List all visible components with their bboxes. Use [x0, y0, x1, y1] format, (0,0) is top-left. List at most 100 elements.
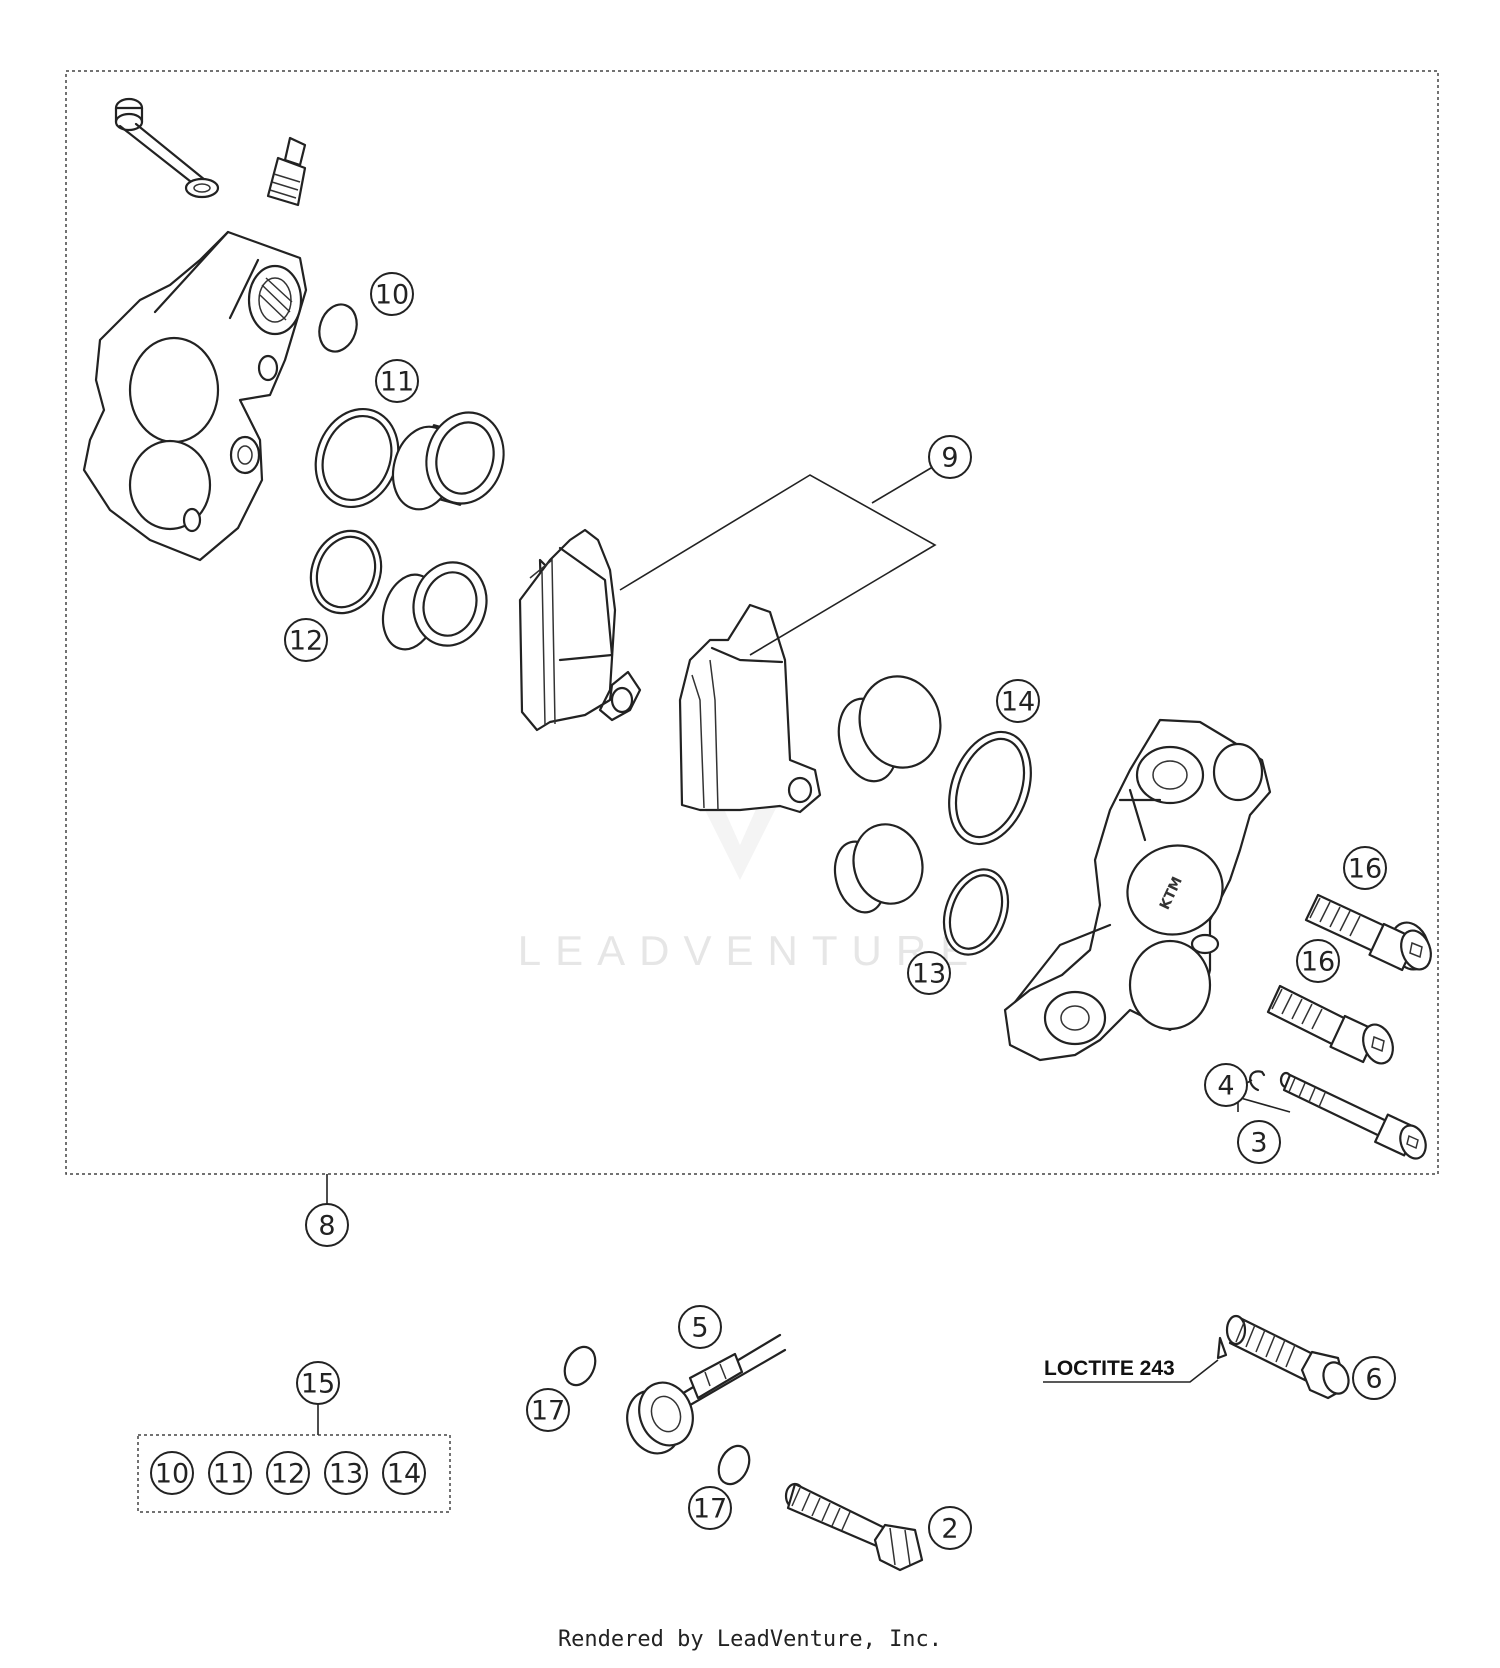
- kit-item-callout: 13: [324, 1451, 368, 1495]
- callout-circle: [266, 1451, 310, 1495]
- callout-number: 12: [289, 626, 323, 657]
- callout-17a: 17: [526, 1388, 570, 1432]
- piston-small-icon: [833, 823, 924, 914]
- callout-circle: [1343, 846, 1387, 890]
- callout-16a: 16: [1343, 846, 1387, 890]
- leader-line: [1043, 1359, 1219, 1383]
- callout-number: 8: [318, 1211, 335, 1242]
- callout-number: 11: [380, 367, 414, 398]
- callout-circle: [1237, 1120, 1281, 1164]
- mounting-bolt-icon: [1225, 1314, 1350, 1400]
- callout-circle: [296, 1361, 340, 1405]
- callout-number: 11: [213, 1459, 247, 1490]
- callout-number: 2: [941, 1514, 958, 1545]
- callout-circle: [382, 1451, 426, 1495]
- watermark-text: LEADVENTURE: [518, 927, 982, 974]
- footer-credit: Rendered by LeadVenture, Inc.: [558, 1627, 942, 1652]
- callout-number: 4: [1217, 1071, 1234, 1102]
- callout-number: 6: [1365, 1364, 1382, 1395]
- callout-6: 6: [1352, 1356, 1396, 1400]
- caliper-right-half: KTM: [1003, 718, 1272, 1062]
- leader-line: [871, 464, 937, 504]
- threadlocker-drop-icon: [1216, 1336, 1228, 1360]
- callout-5: 5: [678, 1305, 722, 1349]
- callout-circle: [996, 679, 1040, 723]
- caliper-bolt-icon: [1266, 984, 1394, 1065]
- kit-item-callout: 10: [150, 1451, 194, 1495]
- callout-8: 8: [305, 1203, 349, 1247]
- medium-seal-ring-icon: [309, 529, 383, 615]
- callout-number: 13: [912, 959, 946, 990]
- callout-circle: [526, 1388, 570, 1432]
- crush-washer-icon: [563, 1345, 597, 1387]
- large-seal-ring-icon: [948, 730, 1032, 846]
- kit-item-callout: 11: [208, 1451, 252, 1495]
- leader-line: [1236, 1096, 1291, 1113]
- bleeder-cap-icon: [114, 97, 220, 199]
- callout-circle: [1352, 1356, 1396, 1400]
- callout-4: 4: [1204, 1063, 1248, 1107]
- callout-number: 16: [1348, 854, 1382, 885]
- crush-washer-icon: [717, 1444, 751, 1486]
- callout-circle: [678, 1305, 722, 1349]
- callout-number: 9: [941, 443, 958, 474]
- callout-number: 10: [155, 1459, 189, 1490]
- callout-number: 14: [1001, 687, 1035, 718]
- callout-circle: [284, 618, 328, 662]
- callout-number: 10: [375, 280, 409, 311]
- brake-pad-icon: [678, 603, 822, 814]
- seal-kit-box: [137, 1434, 451, 1513]
- callout-15: 15: [296, 1361, 340, 1405]
- caliper-assembly-frame: [65, 70, 1439, 1175]
- callout-number: 16: [1301, 947, 1335, 978]
- callout-circle: [928, 435, 972, 479]
- callout-circle: [688, 1486, 732, 1530]
- callout-circle: [375, 359, 419, 403]
- callout-number: 5: [691, 1313, 708, 1344]
- piston-large-icon: [391, 411, 505, 511]
- callout-3: 3: [1237, 1120, 1281, 1164]
- callout-16b: 16: [1296, 939, 1340, 983]
- piston-large-icon: [837, 675, 942, 783]
- callout-11: 11: [375, 359, 419, 403]
- callout-circle: [324, 1451, 368, 1495]
- pin-bolt-icon: [1279, 1071, 1427, 1160]
- callout-12: 12: [284, 618, 328, 662]
- callout-circle: [928, 1506, 972, 1550]
- callout-circle: [1204, 1063, 1248, 1107]
- brake-line-icon: [626, 1333, 787, 1455]
- callout-13: 13: [907, 951, 951, 995]
- callout-number: 13: [329, 1459, 363, 1490]
- callout-number: 14: [387, 1459, 421, 1490]
- callout-17b: 17: [688, 1486, 732, 1530]
- kit-item-callout: 14: [382, 1451, 426, 1495]
- small-seal-ring-icon: [318, 303, 358, 353]
- leader-line: [619, 474, 937, 656]
- brake-pad-icon: [518, 528, 642, 732]
- piston-small-icon: [381, 561, 488, 651]
- callout-circle: [305, 1203, 349, 1247]
- circlip-icon: [1249, 1070, 1266, 1092]
- callout-circle: [370, 272, 414, 316]
- callout-number: 17: [693, 1494, 727, 1525]
- caliper-bolt-icon: [1304, 893, 1432, 972]
- callout-number: 15: [301, 1369, 335, 1400]
- callout-10: 10: [370, 272, 414, 316]
- callout-2: 2: [928, 1506, 972, 1550]
- banjo-bolt-icon: [784, 1482, 924, 1572]
- callout-14: 14: [996, 679, 1040, 723]
- medium-seal-ring-icon: [942, 868, 1010, 956]
- callout-circle: [1296, 939, 1340, 983]
- callout-number: 12: [271, 1459, 305, 1490]
- callout-circle: [907, 951, 951, 995]
- callout-number: 17: [531, 1396, 565, 1427]
- caliper-left-half: [82, 97, 308, 562]
- bleeder-screw-icon: [266, 136, 307, 207]
- callout-circle: [208, 1451, 252, 1495]
- kit-item-callout: 12: [266, 1451, 310, 1495]
- callout-circle: [150, 1451, 194, 1495]
- callout-number: 3: [1250, 1128, 1267, 1159]
- loctite-label: LOCTITE 243: [1044, 1357, 1175, 1380]
- callout-9: 9: [928, 435, 972, 479]
